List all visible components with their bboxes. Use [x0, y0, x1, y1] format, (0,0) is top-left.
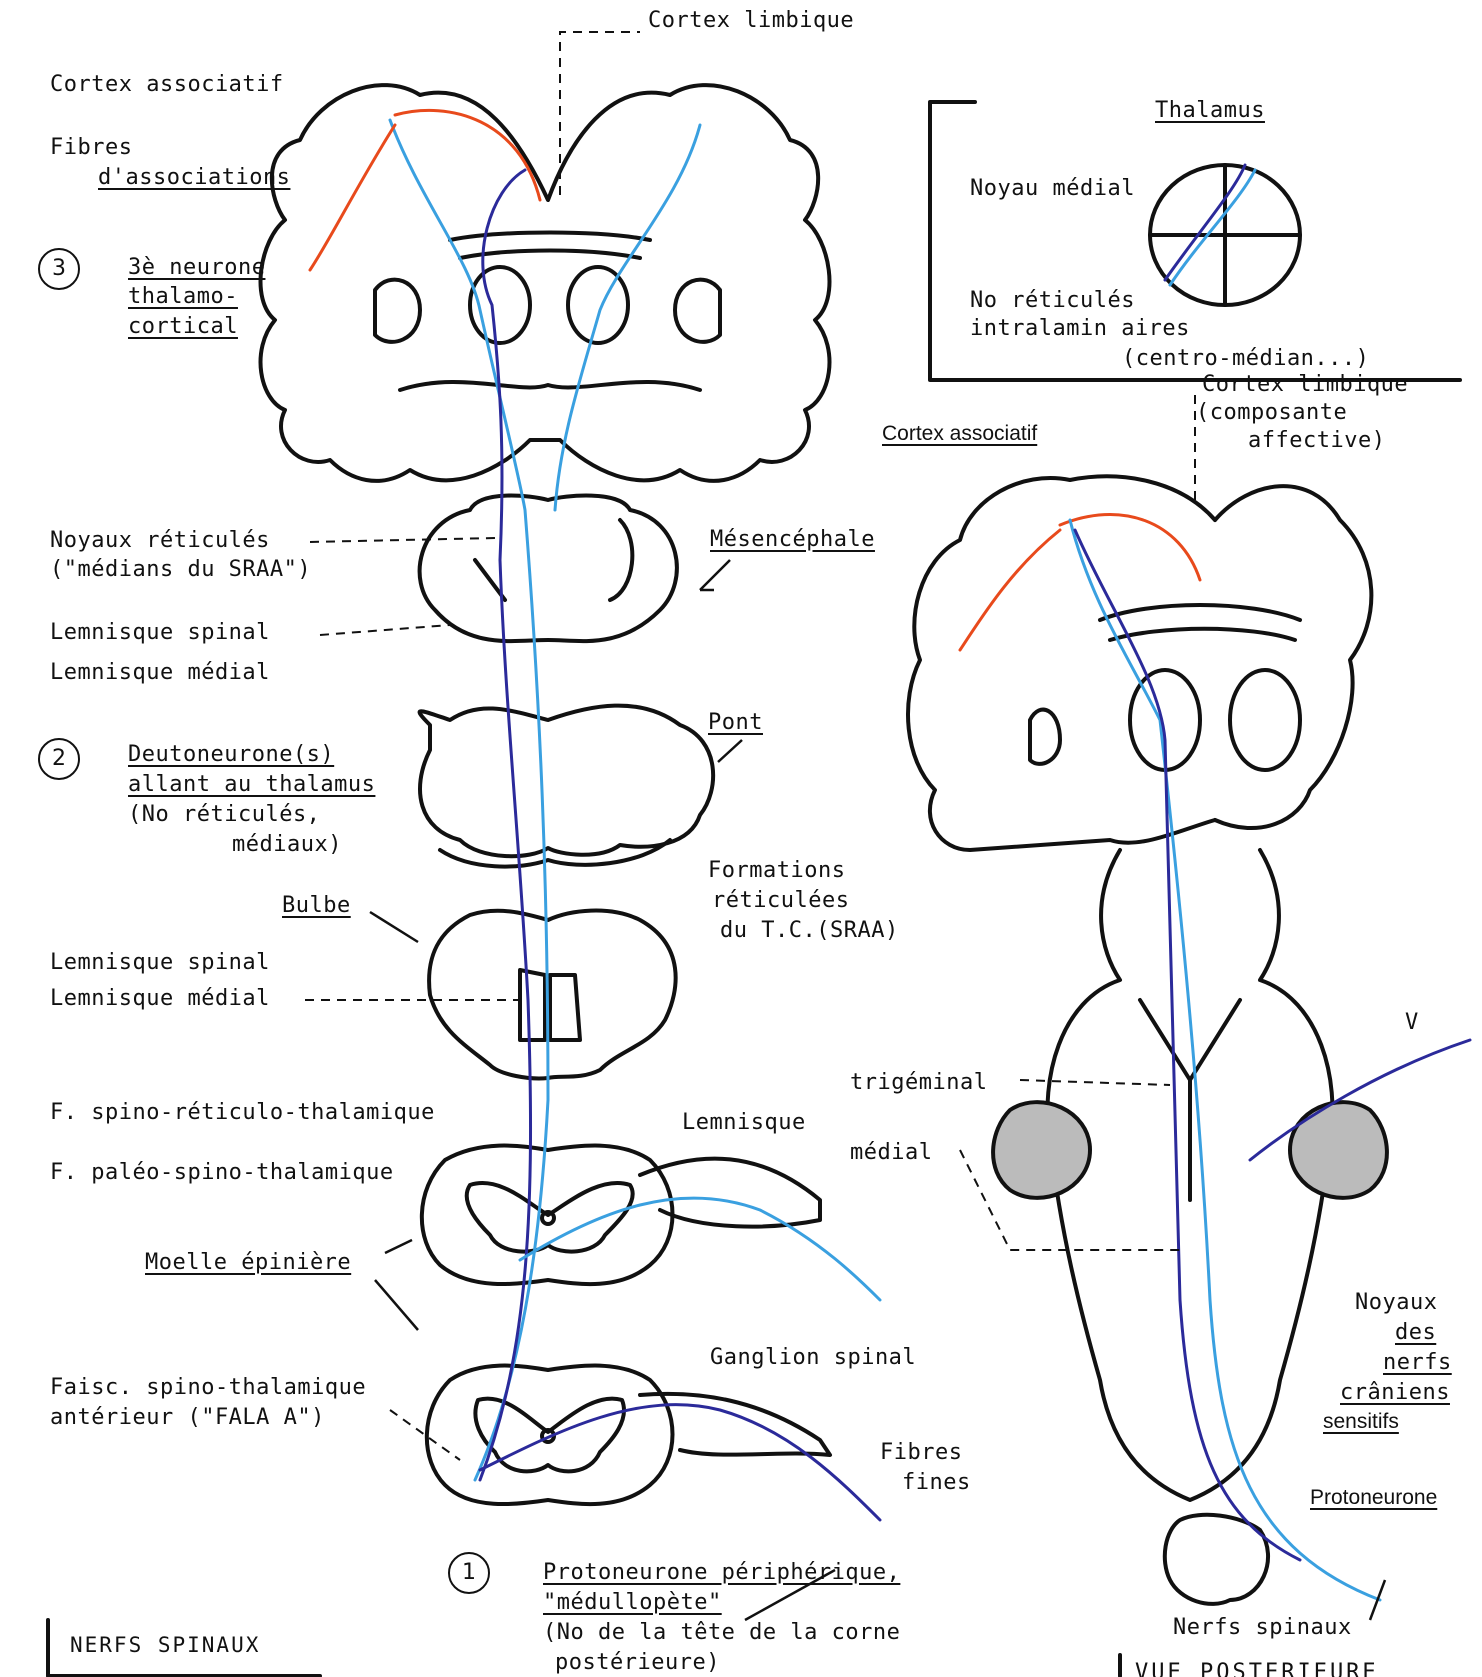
- red-association-arc: [395, 110, 540, 200]
- cerebellar-peduncle-r: [1290, 1102, 1387, 1198]
- medulla-oblongata-section: [429, 911, 676, 1079]
- label-lemnisque-medial-1: Lemnisque médial: [50, 660, 270, 685]
- right-label-trigeminal: trigéminal: [850, 1070, 987, 1095]
- label-spino-reticulo: F. spino-réticulo-thalamique: [50, 1100, 435, 1125]
- right-title-vue-posterieure: VUE POSTERIEURE: [1135, 1660, 1379, 1677]
- spinal-cord-section-lower: [427, 1366, 673, 1505]
- label-bulbe: Bulbe: [282, 893, 351, 918]
- label-deutoneurone: Deutoneurone(s): [128, 742, 334, 767]
- label-dassociations: d'associations: [98, 165, 290, 190]
- label-ganglion-spinal: Ganglion spinal: [710, 1345, 916, 1370]
- right-hemisphere-right: [1215, 486, 1371, 828]
- label-fibres-fines-2: fines: [902, 1470, 971, 1495]
- right-red-arc: [1060, 514, 1200, 580]
- thalamus-box-title: Thalamus: [1155, 98, 1265, 123]
- label-cortex-associatif: Cortex associatif: [50, 72, 284, 97]
- right-label-composante: (composante: [1196, 400, 1347, 425]
- thalamus-noyau-medial: Noyau médial: [970, 176, 1135, 201]
- right-corpus-callosum: [1100, 605, 1300, 640]
- right-label-nerfs-spinaux: Nerfs spinaux: [1173, 1615, 1352, 1640]
- thalamus-centro-median: (centro-médian...): [1122, 346, 1369, 371]
- label-mesencephale: Mésencéphale: [710, 527, 875, 552]
- label-noyaux-reticules: Noyaux réticulés: [50, 528, 270, 553]
- right-label-des: des: [1395, 1320, 1436, 1345]
- arrow-moelle: [385, 1240, 412, 1253]
- label-mediaux: médiaux): [232, 832, 342, 857]
- label-lemnisque-medial-2: Lemnisque médial: [50, 986, 270, 1011]
- label-protoneurone-peripherique: Protoneurone périphérique,: [543, 1560, 900, 1585]
- label-fibres: Fibres: [50, 135, 132, 160]
- leader-trigeminal: [1020, 1080, 1170, 1085]
- label-medullopete: "médullopète": [543, 1590, 722, 1615]
- spinal-ganglion-upper: [640, 1159, 820, 1227]
- thalamus-no-reticules: No réticulés: [970, 288, 1135, 313]
- central-canal-upper: [542, 1212, 554, 1224]
- title-nerfs-spinaux: NERFS SPINAUX: [70, 1633, 260, 1657]
- label-cortical: cortical: [128, 314, 238, 339]
- left-corpus-callosum: [450, 233, 650, 259]
- left-thalamus-r: [568, 267, 628, 343]
- label-posterieure: postérieure): [555, 1650, 720, 1675]
- right-label-craniens: crâniens: [1340, 1380, 1450, 1405]
- label-no-reticules: (No réticulés,: [128, 802, 320, 827]
- right-label-v: V: [1405, 1010, 1419, 1035]
- arrow-bulbe: [370, 912, 418, 942]
- label-fibres-fines-1: Fibres: [880, 1440, 962, 1465]
- neuron-2-number: 2: [38, 738, 80, 780]
- right-label-cortex-associatif: Cortex associatif: [882, 422, 1037, 446]
- label-faisc-2: antérieur ("FALA A"): [50, 1405, 325, 1430]
- right-thalamus-r: [1230, 670, 1300, 770]
- right-label-nerfs: nerfs: [1383, 1350, 1452, 1375]
- mesencephalon-section: [420, 496, 677, 642]
- arrow-moelle-2: [375, 1280, 418, 1330]
- label-medians-sraa: ("médians du SRAA"): [50, 557, 311, 582]
- thalamus-inset-blue: [1170, 170, 1255, 285]
- label-lemnisque-spinal-2: Lemnisque spinal: [50, 950, 270, 975]
- label-reticulees: réticulées: [712, 888, 849, 913]
- label-allant-thalamus: allant au thalamus: [128, 772, 375, 797]
- label-cortex-limbique: Cortex limbique: [648, 8, 854, 33]
- right-label-medial: médial: [850, 1140, 932, 1165]
- cerebellar-peduncle-l: [993, 1102, 1090, 1198]
- label-lemnisque-spinal-1: Lemnisque spinal: [50, 620, 270, 645]
- left-brain-outline: [261, 85, 830, 481]
- red-association-down: [310, 125, 395, 270]
- pons-inner-line: [440, 840, 670, 867]
- left-ventricle-l: [375, 280, 420, 342]
- label-pont: Pont: [708, 710, 763, 735]
- leader-lemnisque-spinal: [320, 625, 450, 635]
- arrow-mesencephale: [700, 560, 730, 590]
- neuron-1-number: 1: [448, 1552, 490, 1594]
- label-thalamo: thalamo-: [128, 284, 238, 309]
- leader-noyaux: [310, 538, 495, 542]
- right-label-affective: affective): [1248, 428, 1385, 453]
- right-red-down: [960, 530, 1060, 650]
- label-formations: Formations: [708, 858, 845, 883]
- label-moelle: Moelle épinière: [145, 1250, 351, 1275]
- arrow-pont: [718, 740, 742, 762]
- label-paleo-spino: F. paléo-spino-thalamique: [50, 1160, 394, 1185]
- right-label-protoneurone: Protoneurone: [1310, 1486, 1437, 1510]
- label-no-tete-corne: (No de la tête de la corne: [543, 1620, 900, 1645]
- label-faisc-1: Faisc. spino-thalamique: [50, 1375, 366, 1400]
- right-ventricle: [1030, 710, 1060, 764]
- right-light-blue: [1070, 520, 1380, 1600]
- right-label-sensitifs: sensitifs: [1323, 1410, 1399, 1434]
- pons-section: [420, 706, 714, 857]
- right-label-lemnisque: Lemnisque: [682, 1110, 806, 1135]
- right-label-cortex-limbique: Cortex limbique: [1202, 372, 1408, 397]
- thalamus-intralaminaires: intralamin aires: [970, 316, 1190, 341]
- left-ventricle-r: [675, 280, 720, 342]
- arrow-nerfs-spinaux: [1370, 1580, 1385, 1620]
- label-du-tc-sraa: du T.C.(SRAA): [720, 918, 899, 943]
- left-lower-fold: [400, 382, 700, 390]
- right-label-noyaux: Noyaux: [1355, 1290, 1437, 1315]
- neuron-3-number: 3: [38, 248, 80, 290]
- spinal-ganglion-lower: [640, 1394, 830, 1455]
- label-3e-neurone: 3è neurone: [128, 255, 265, 280]
